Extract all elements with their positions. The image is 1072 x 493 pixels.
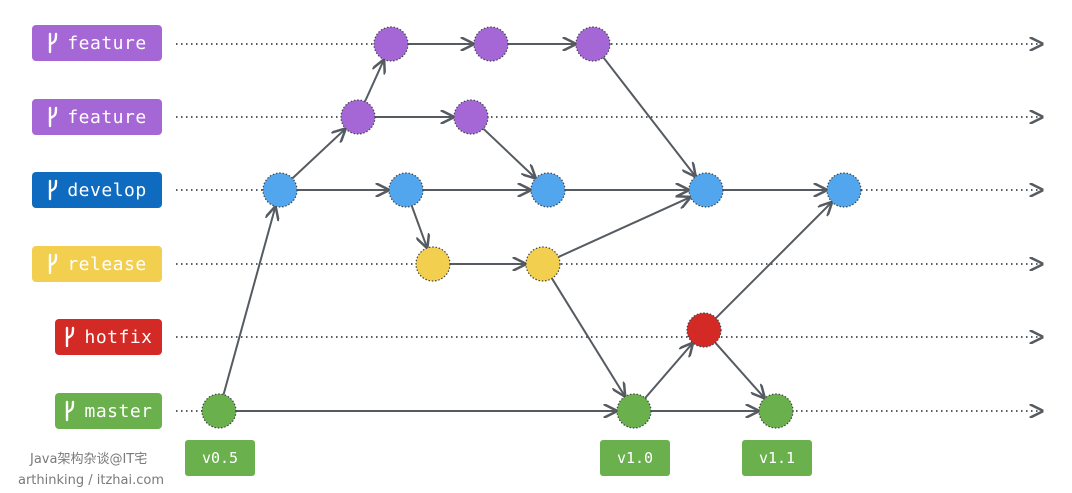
branch-label-develop: develop (32, 172, 162, 208)
git-branch-icon (49, 32, 58, 54)
commit-node-develop (688, 172, 724, 208)
branch-label-master: master (55, 393, 162, 429)
edge-r2-d4 (558, 197, 689, 258)
git-branch-icon (66, 400, 75, 422)
branch-label-feature-2: feature (32, 99, 162, 135)
commit-node-hotfix (686, 312, 722, 348)
commit-node-release (525, 246, 561, 282)
commit-node-master (758, 393, 794, 429)
edge-r2-m2 (551, 277, 625, 395)
commit-node-feature (340, 99, 376, 135)
branch-label-text: feature (67, 106, 147, 128)
branch-label-text: hotfix (84, 326, 153, 348)
git-branch-icon (49, 106, 58, 128)
git-branch-icon (66, 326, 75, 348)
commit-node-develop (826, 172, 862, 208)
edge-m2-h1 (644, 344, 692, 399)
edge-h1-m3 (714, 342, 764, 398)
edge-f2b-d3 (482, 127, 535, 178)
commit-node-feature (453, 99, 489, 135)
edge-h1-d5 (715, 203, 831, 319)
git-branch-icon (49, 179, 58, 201)
branch-label-release: release (32, 246, 162, 282)
watermark-line-2: arthinking / itzhai.com (18, 473, 165, 488)
branch-label-feature-1: feature (32, 25, 162, 61)
watermark-line-1: Java架构杂谈@IT宅 (30, 452, 148, 467)
commit-node-feature (373, 26, 409, 62)
edge-f1c-d4 (602, 56, 695, 175)
tag-v1-0: v1.0 (600, 440, 670, 476)
tag-v1-1: v1.1 (742, 440, 812, 476)
commit-node-develop (530, 172, 566, 208)
edge-d2-r1 (410, 205, 427, 247)
commit-node-develop (262, 172, 298, 208)
branch-label-text: master (84, 400, 153, 422)
commit-node-develop (388, 172, 424, 208)
commit-node-master (201, 393, 237, 429)
branch-label-text: develop (67, 179, 147, 201)
commit-node-master (616, 393, 652, 429)
edge-d1-f2a (291, 129, 344, 180)
commit-node-feature (473, 26, 509, 62)
commit-node-release (415, 246, 451, 282)
branch-label-text: feature (67, 32, 147, 54)
git-branch-icon (49, 253, 58, 275)
branch-label-hotfix: hotfix (55, 319, 162, 355)
tag-v0-5: v0.5 (185, 440, 255, 476)
edge-f2a-f1a (364, 60, 384, 102)
edge-m1-d1 (222, 207, 276, 395)
branch-label-text: release (67, 253, 147, 275)
commit-node-feature (575, 26, 611, 62)
